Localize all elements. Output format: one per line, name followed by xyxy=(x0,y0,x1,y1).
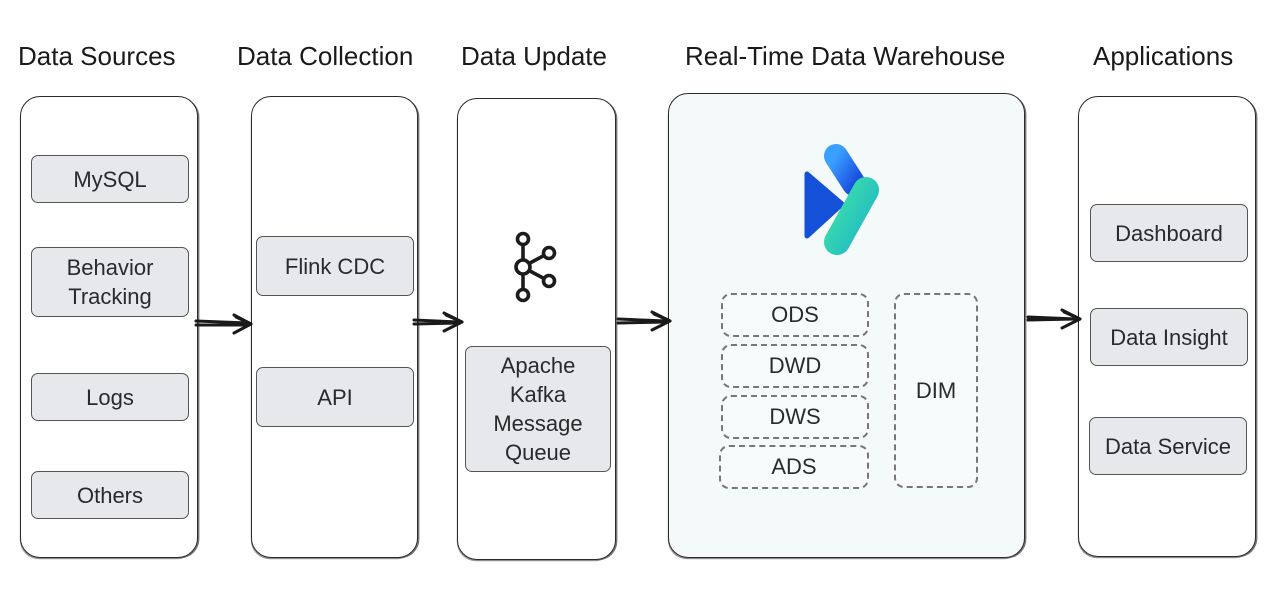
collection-api: API xyxy=(256,367,414,427)
data-collection-column: Flink CDC API xyxy=(251,96,418,558)
app-data-service: Data Service xyxy=(1089,417,1247,475)
app-data-insight: Data Insight xyxy=(1090,308,1248,366)
layer-ods: ODS xyxy=(721,293,869,337)
real-time-data-warehouse-column: ODS DWD DWS ADS DIM xyxy=(668,93,1025,558)
heading-data-collection: Data Collection xyxy=(237,41,414,71)
arrow-sources-to-collection xyxy=(194,313,253,335)
data-sources-column: MySQL Behavior Tracking Logs Others xyxy=(20,96,198,558)
data-update-column: Apache Kafka Message Queue xyxy=(457,98,616,560)
layer-ads: ADS xyxy=(719,445,869,489)
app-dashboard: Dashboard xyxy=(1090,204,1248,262)
applications-column: Dashboard Data Insight Data Service xyxy=(1078,96,1256,557)
warehouse-logo-icon xyxy=(804,144,879,255)
source-mysql: MySQL xyxy=(31,155,189,203)
heading-data-update: Data Update xyxy=(461,41,607,71)
source-behavior-tracking: Behavior Tracking xyxy=(31,247,189,317)
arrow-update-to-warehouse xyxy=(616,310,672,332)
arrow-warehouse-to-applications xyxy=(1026,308,1082,330)
kafka-icon xyxy=(514,231,557,303)
collection-flink-cdc: Flink CDC xyxy=(256,236,414,296)
heading-applications: Applications xyxy=(1093,41,1234,71)
source-others: Others xyxy=(31,471,189,519)
heading-real-time-data-warehouse: Real-Time Data Warehouse xyxy=(685,41,1006,71)
arrow-collection-to-update xyxy=(412,311,464,333)
layer-dwd: DWD xyxy=(721,344,869,388)
layer-dws: DWS xyxy=(721,395,869,439)
kafka-message-queue: Apache Kafka Message Queue xyxy=(465,346,611,472)
heading-data-sources: Data Sources xyxy=(18,41,176,71)
source-logs: Logs xyxy=(31,373,189,421)
layer-dim: DIM xyxy=(894,293,978,488)
